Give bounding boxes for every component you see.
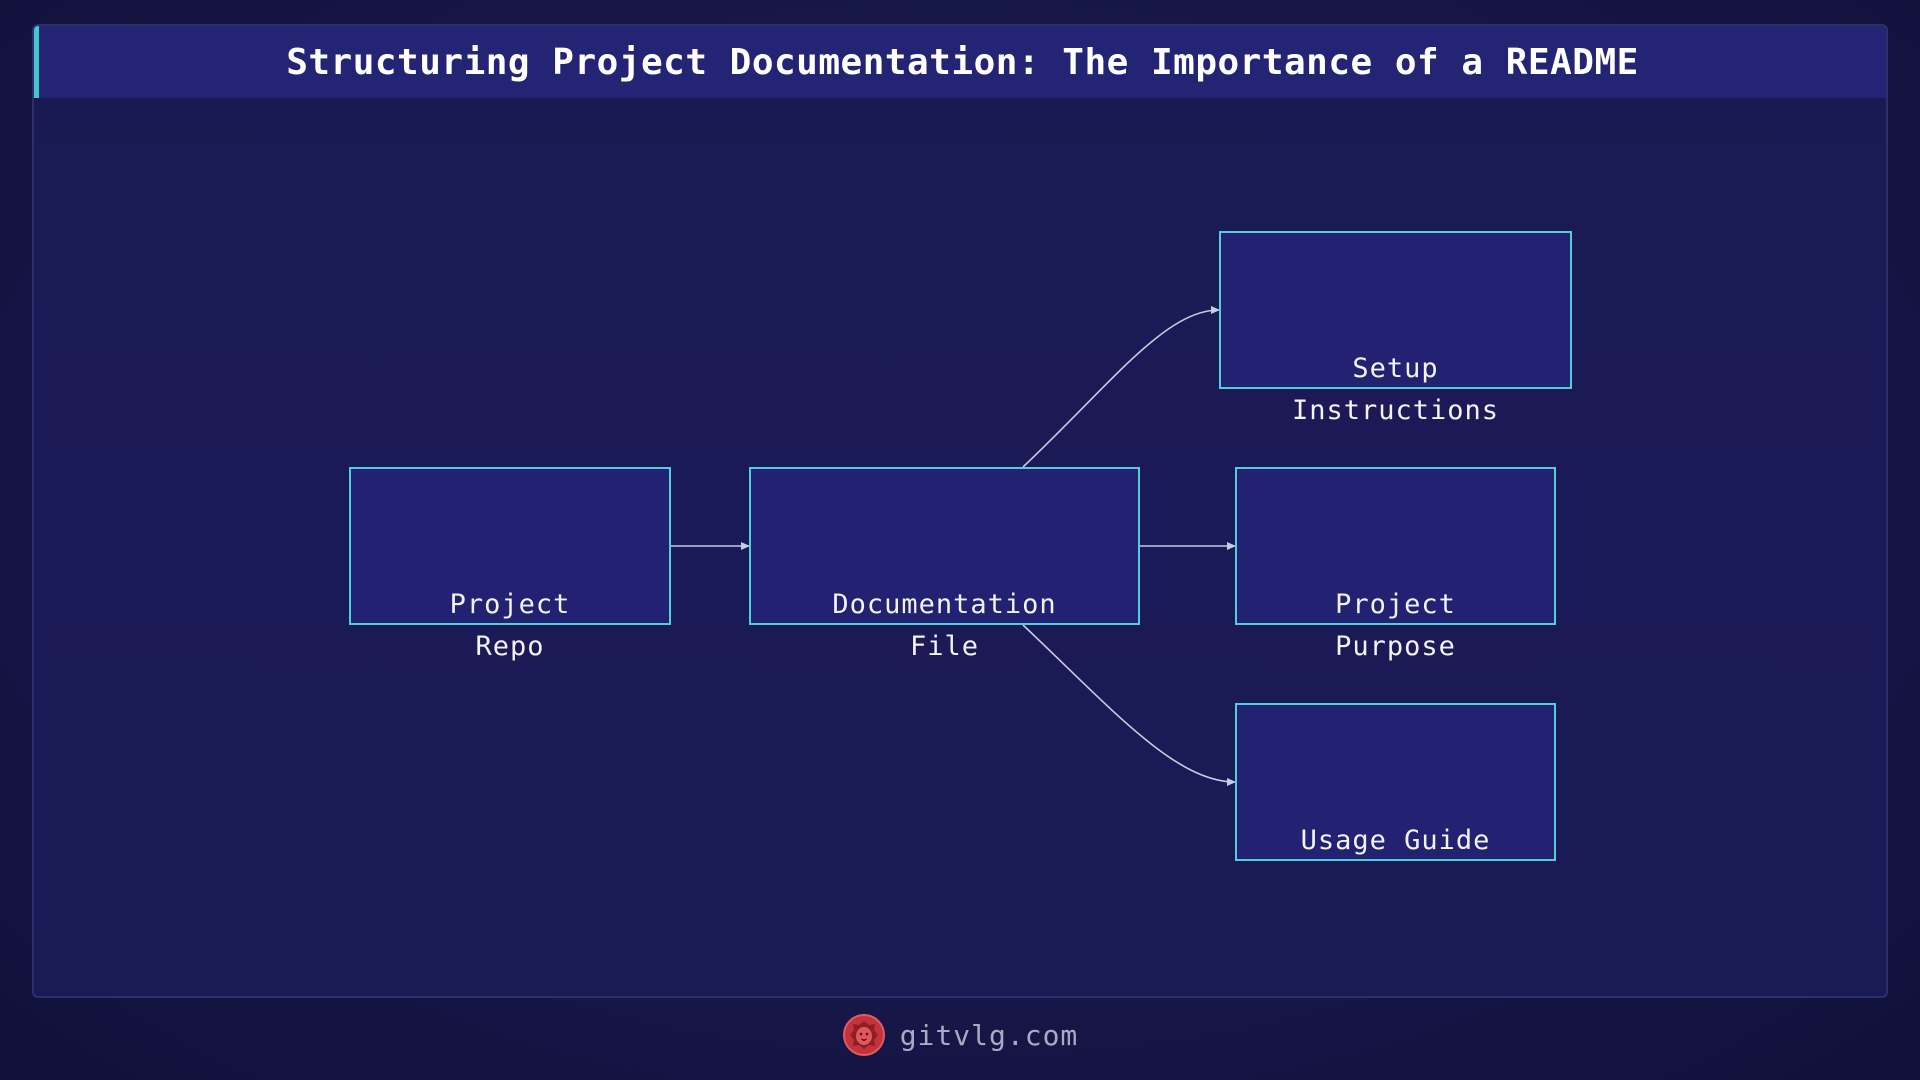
node-setup-instructions-label: Setup Instructions — [1291, 353, 1500, 426]
node-documentation-file-label: Documentation File — [832, 589, 1057, 662]
node-documentation-file: Documentation File — [749, 467, 1140, 662]
footer-site-text[interactable]: gitvlg.com — [899, 1018, 1079, 1052]
edge-doc-to-setup — [1022, 306, 1220, 468]
node-usage-guide: Usage Guide — [1235, 703, 1556, 861]
lion-head-icon — [842, 1014, 885, 1056]
node-usage-guide-label: Usage Guide — [1300, 825, 1491, 856]
node-setup-instructions: Setup Instructions — [1219, 231, 1572, 426]
diagram-panel: Structuring Project Documentation: The I… — [32, 24, 1888, 998]
node-project-purpose: Project Purpose — [1235, 467, 1556, 662]
diagram-title: Structuring Project Documentation: The I… — [286, 41, 1639, 83]
title-bar: Structuring Project Documentation: The I… — [34, 26, 1886, 98]
node-project-purpose-label: Project Purpose — [1335, 589, 1456, 662]
node-project-repo-label: Project Repo — [449, 589, 571, 662]
edge-doc-to-usage — [1022, 624, 1236, 786]
footer: gitvlg.com — [0, 1010, 1920, 1060]
node-project-repo: Project Repo — [349, 467, 671, 662]
